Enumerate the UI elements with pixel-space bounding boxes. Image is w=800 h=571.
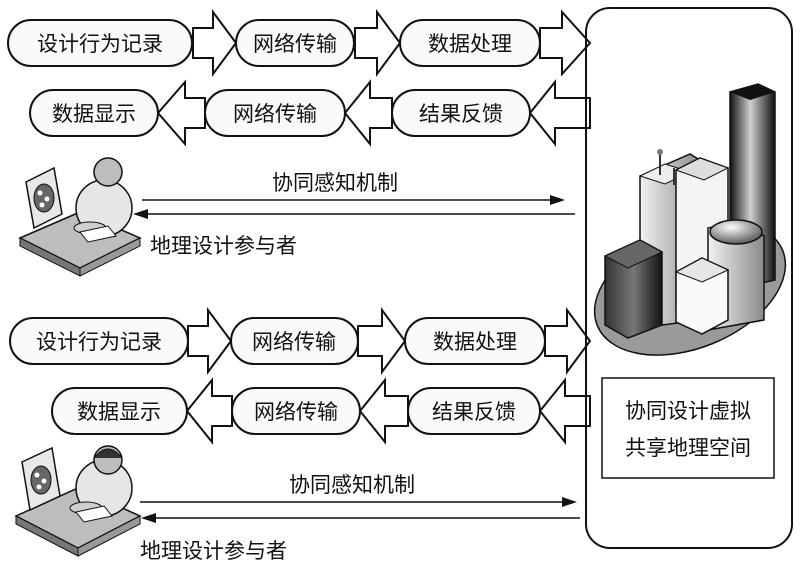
backward-arrow bbox=[538, 377, 591, 445]
group-2: 设计行为记录 网络传输 数据处理 结果反馈 网络传输 数据显示 协同感知机制 bbox=[9, 306, 592, 563]
process-node-label: 结果反馈 bbox=[432, 400, 516, 424]
process-node bbox=[29, 89, 159, 137]
process-node-label: 数据显示 bbox=[77, 400, 161, 424]
mechanism-label: 协同感知机制 bbox=[272, 171, 398, 195]
virtual-space-label-line2: 共享地理空间 bbox=[625, 436, 751, 460]
process-node bbox=[399, 19, 541, 67]
process-node-label: 网络传输 bbox=[252, 330, 336, 354]
participant-icon bbox=[14, 445, 142, 557]
arrowhead-icon bbox=[550, 195, 565, 205]
process-node bbox=[51, 387, 188, 435]
city-model-icon bbox=[593, 83, 787, 356]
process-node-label: 网络传输 bbox=[254, 400, 338, 424]
process-node-label: 网络传输 bbox=[233, 102, 317, 126]
backward-arrow bbox=[358, 377, 409, 445]
process-node-label: 数据显示 bbox=[52, 102, 136, 126]
process-node-label: 设计行为记录 bbox=[36, 330, 162, 354]
forward-arrow bbox=[192, 8, 238, 78]
process-node bbox=[407, 387, 541, 435]
process-node-label: 设计行为记录 bbox=[37, 32, 163, 56]
forward-arrow bbox=[544, 306, 592, 376]
backward-arrow bbox=[528, 79, 591, 147]
forward-arrow bbox=[357, 306, 407, 376]
participant-icon bbox=[18, 157, 142, 277]
backward-arrow bbox=[343, 79, 393, 147]
process-node-label: 结果反馈 bbox=[419, 102, 503, 126]
process-node bbox=[235, 19, 355, 67]
participant-label: 地理设计参与者 bbox=[150, 234, 297, 258]
process-node-label: 数据处理 bbox=[433, 330, 517, 354]
forward-arrow bbox=[187, 306, 233, 376]
process-node bbox=[9, 317, 189, 365]
process-node bbox=[7, 19, 193, 67]
process-node bbox=[391, 89, 531, 137]
arrowhead-icon bbox=[141, 513, 156, 523]
virtual-space-panel: 协同设计虚拟 共享地理空间 bbox=[585, 7, 793, 549]
backward-arrow bbox=[185, 377, 233, 445]
forward-arrow bbox=[354, 8, 402, 78]
forward-arrow bbox=[539, 9, 592, 77]
virtual-space-label-line1: 协同设计虚拟 bbox=[625, 399, 751, 423]
process-node-label: 网络传输 bbox=[253, 32, 337, 56]
virtual-space-label-box bbox=[601, 377, 775, 479]
process-node bbox=[230, 317, 359, 365]
arrowhead-icon bbox=[562, 497, 577, 507]
backward-arrow bbox=[156, 79, 206, 147]
process-node bbox=[204, 89, 346, 137]
participant-label: 地理设计参与者 bbox=[140, 539, 287, 563]
process-node-label: 数据处理 bbox=[428, 32, 512, 56]
process-node bbox=[404, 317, 546, 365]
mechanism-label: 协同感知机制 bbox=[289, 473, 415, 497]
arrowhead-icon bbox=[133, 209, 148, 219]
process-node bbox=[231, 387, 361, 435]
group-1: 设计行为记录 网络传输 数据处理 结果反馈 网络传输 数据显示 协同感知机制 bbox=[7, 8, 592, 277]
